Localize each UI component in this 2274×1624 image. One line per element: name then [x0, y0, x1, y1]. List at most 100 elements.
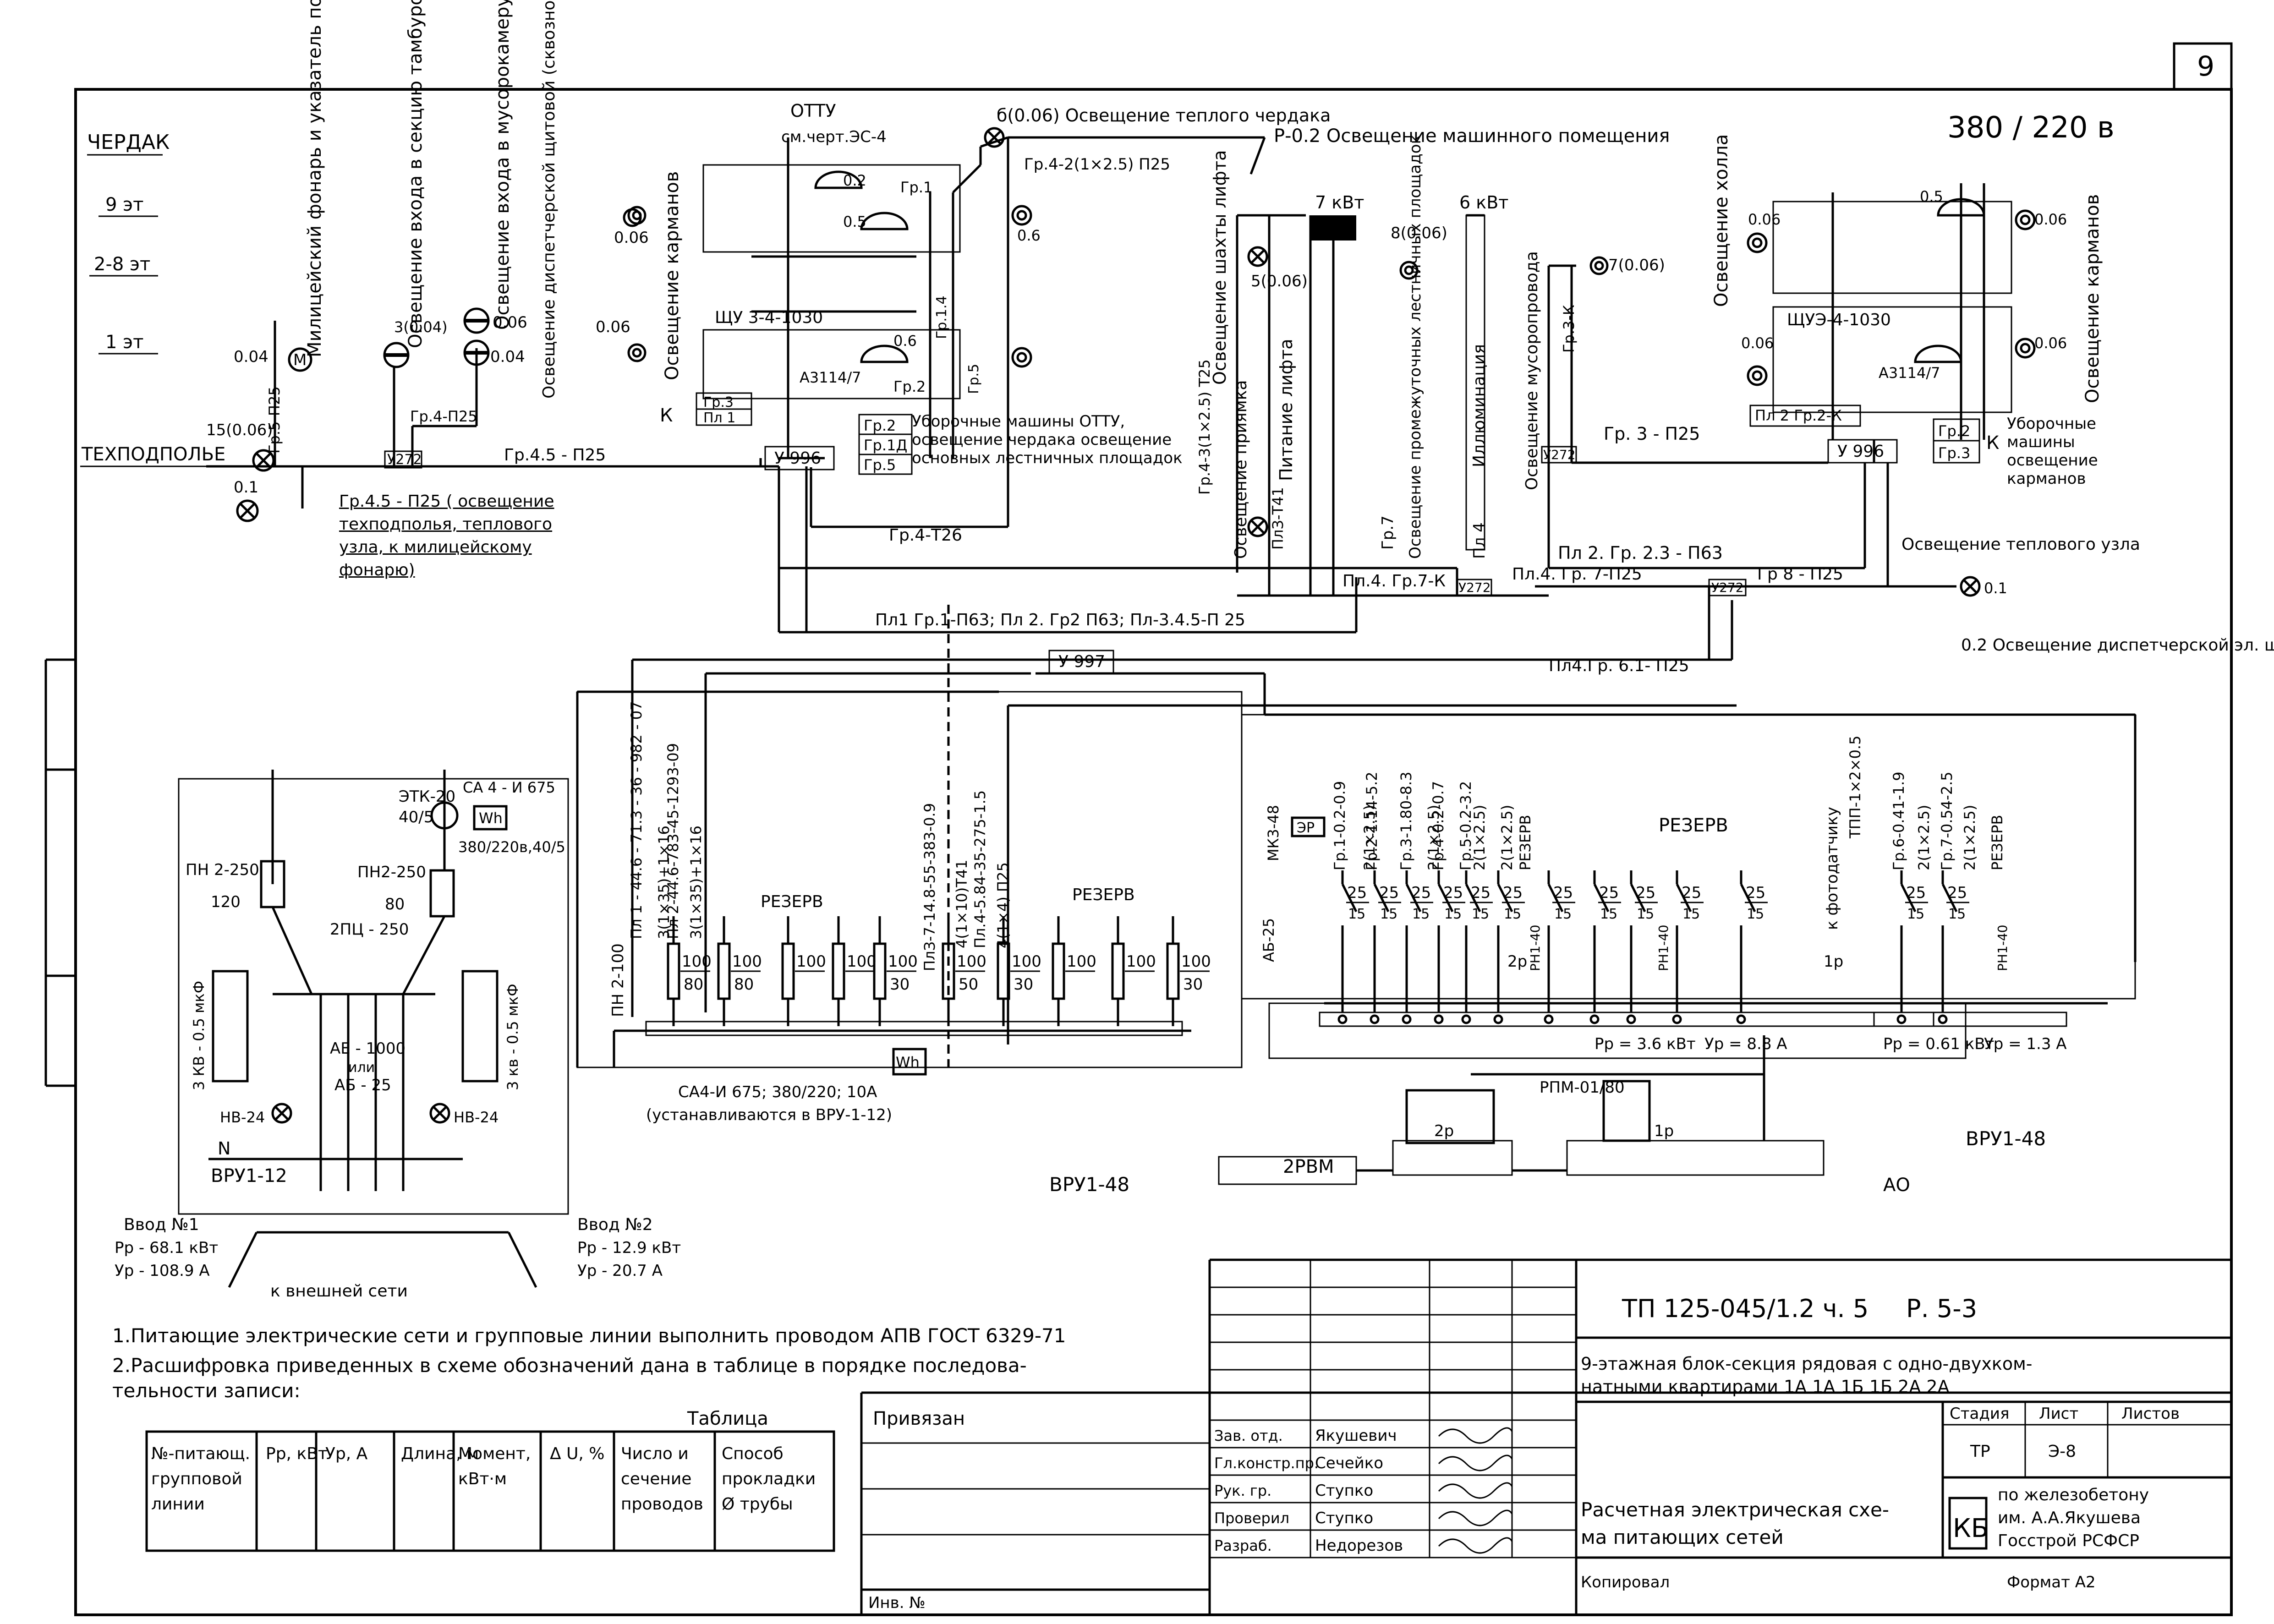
breaker-rating: 25 [1411, 884, 1431, 902]
gr-link-5b: Гр.5 [966, 364, 982, 394]
fuse-3: 100 [781, 916, 826, 1026]
stamp-org-2: им. А.А.Якушева [1998, 1509, 2141, 1527]
stamp-format: Формат А2 [2007, 1573, 2096, 1591]
breaker-rating: 25 [1906, 884, 1926, 902]
label-machine-room: Р-0.2 Освещение машинного помещения [1274, 126, 1670, 147]
stamp-role: Разраб. [1214, 1537, 1272, 1554]
note-2a: 2.Расшифровка приведенных в схеме обозна… [112, 1354, 1027, 1377]
val-8-006: 8(0.06) [1391, 224, 1447, 242]
input1-pp: Рр - 68.1 кВт [115, 1239, 218, 1257]
lamp-top-ref: см.черт.ЭС-4 [781, 128, 887, 146]
vru12-n: N [218, 1138, 230, 1159]
cable-line-1b: 3(1×35)+1×16 [655, 826, 673, 939]
breaker-sub: 15 [1472, 906, 1489, 922]
signature-mark [1438, 1427, 1513, 1444]
group-label-right: РЕЗЕРВ [1989, 815, 2006, 871]
input2-ip: Ур - 20.7 А [577, 1262, 663, 1280]
val-006c: 0.06 [596, 318, 630, 336]
svg-text:Гр.2: Гр.2 [864, 417, 896, 434]
stamp-title-1: 9-этажная блок-секция рядовая с одно-дву… [1581, 1354, 2032, 1374]
input1-ip: Ур - 108.9 А [115, 1262, 210, 1280]
vru12-tk-ratio: 40/5 [399, 808, 433, 826]
gr-list-right: Гр.2 Гр.3 [1933, 418, 1980, 464]
stamp-linked: Привязан [873, 1408, 965, 1429]
vru48r-2p: 2р [1507, 952, 1527, 971]
vru12-ab: АБ - 25 [334, 1076, 391, 1094]
input2-title: Ввод №2 [577, 1215, 653, 1234]
lamp-symbols-mid [1247, 246, 1609, 537]
lamp-symbols-right [1747, 198, 2036, 597]
stamp-copied: Копировал [1581, 1573, 1670, 1591]
val-5-006: 5(0.06) [1251, 272, 1308, 290]
breaker-sub: 15 [1380, 906, 1397, 922]
floor-underground: ТЕХПОДПОЛЬЕ [81, 444, 225, 465]
cable-line-2b: 3(1×35)+1×16 [687, 826, 705, 939]
breaker-rating: 25 [1471, 884, 1490, 902]
cable-pl4-gr7k: Пл.4. Гр.7-К [1342, 572, 1446, 591]
signature-mark [1438, 1482, 1513, 1499]
label-elevator-shaft: Освещение шахты лифта [1210, 150, 1230, 385]
cable-dispatch-02: 0.2 Освещение диспетчерской эл. щитовой [1961, 636, 2274, 655]
vru48r-ip-right: Ур = 1.3 А [1984, 1035, 2067, 1053]
breaker-rating: 25 [1443, 884, 1463, 902]
cable-pl4-gr61: Пл4.Гр. 6.1- П25 [1549, 656, 1689, 675]
fuse-insert: 80 [734, 975, 754, 994]
group-label-right: Гр.7-0.54-2.5 [1938, 771, 1956, 870]
vru48r-ao: АО [1883, 1175, 1910, 1196]
vru12-pn-left-val: 120 [211, 893, 241, 911]
vru12-cap-left: 3 КВ - 0.5 мкФ [190, 981, 208, 1090]
y272-right: У272 [1543, 447, 1576, 462]
label-pit-lighting: Освещение приямка [1232, 380, 1250, 559]
vru48r-ep: ЭР [1297, 820, 1315, 836]
val-006b: 0.06 [614, 229, 649, 247]
svg-text:Гр.3: Гр.3 [1938, 444, 1970, 462]
vru48r-rpm-1p: 1р [1654, 1122, 1674, 1140]
floor-1: 1 эт [105, 332, 143, 353]
floor-9: 9 эт [105, 194, 143, 215]
note-2b: тельности записи: [112, 1379, 301, 1402]
vru-1-12-frame: Wh [178, 770, 569, 1215]
fuse-9: 100 [1111, 916, 1156, 1026]
upper-middle-wiring [779, 136, 1576, 597]
val-006-rb: 0.06 [2034, 211, 2067, 228]
val-006-ra: 0.06 [1748, 211, 1781, 228]
cable-gr8-p25: Гр 8 - П25 [1757, 565, 1843, 584]
label-pit-group: ПлЗ-Т41 [1269, 487, 1287, 550]
gr-list-mid: Гр.2 Гр.1Д Гр.5 [858, 414, 913, 475]
val-01-right: 0.1 [1984, 580, 2007, 597]
label-entry-lighting: Освещение входа в мусорокамеру, мусорока… [492, 0, 513, 330]
vru12-pn-right: ПН2-250 [357, 863, 426, 881]
fuse-rating: 100 [888, 952, 918, 971]
label-gr43: Гр.4-3(1×2.5) Т25 [1196, 359, 1213, 495]
group-label: Гр.4-0.2-0.7 [1430, 781, 1447, 870]
stamp-drawing-2: ма питающих сетей [1581, 1526, 1784, 1548]
cable-y272-c: У272 [1458, 580, 1491, 595]
breaker-sub: 15 [1554, 906, 1572, 922]
vru48-title: ВРУ1-48 [1049, 1173, 1129, 1196]
note-underground: Гр.4.5 - П25 ( освещение техподполья, те… [339, 492, 554, 580]
input1-title: Ввод №1 [124, 1215, 199, 1234]
fuse-rating: 100 [796, 952, 826, 971]
svg-text:Пл 1: Пл 1 [703, 410, 735, 426]
vru12-meter-rating: 380/220в,40/5 [458, 838, 565, 856]
label-dispatch: Освещение диспетчерской щитовой (сквозно… [540, 0, 559, 399]
y996-left: У 996 [774, 449, 821, 468]
val-004b: 0.04 [490, 348, 525, 366]
floor-attic: ЧЕРДАК [87, 131, 170, 154]
label-garbage: Освещение мусоропровода [1523, 251, 1541, 490]
fuse-insert: 30 [1014, 975, 1033, 994]
cable-line-3: ПлЗ-7-14.8-55-383-0.9 [921, 803, 938, 971]
page-number: 9 [2197, 50, 2214, 82]
table-header-cell: Способ [722, 1444, 784, 1463]
label-6kw: 6 кВт [1459, 192, 1508, 213]
stamp-person: Ступко [1315, 1509, 1373, 1527]
group-label: Гр.5-0.2-3.2 [1457, 781, 1474, 870]
vru48r-ip-left: Ур = 8.8 А [1704, 1035, 1787, 1053]
